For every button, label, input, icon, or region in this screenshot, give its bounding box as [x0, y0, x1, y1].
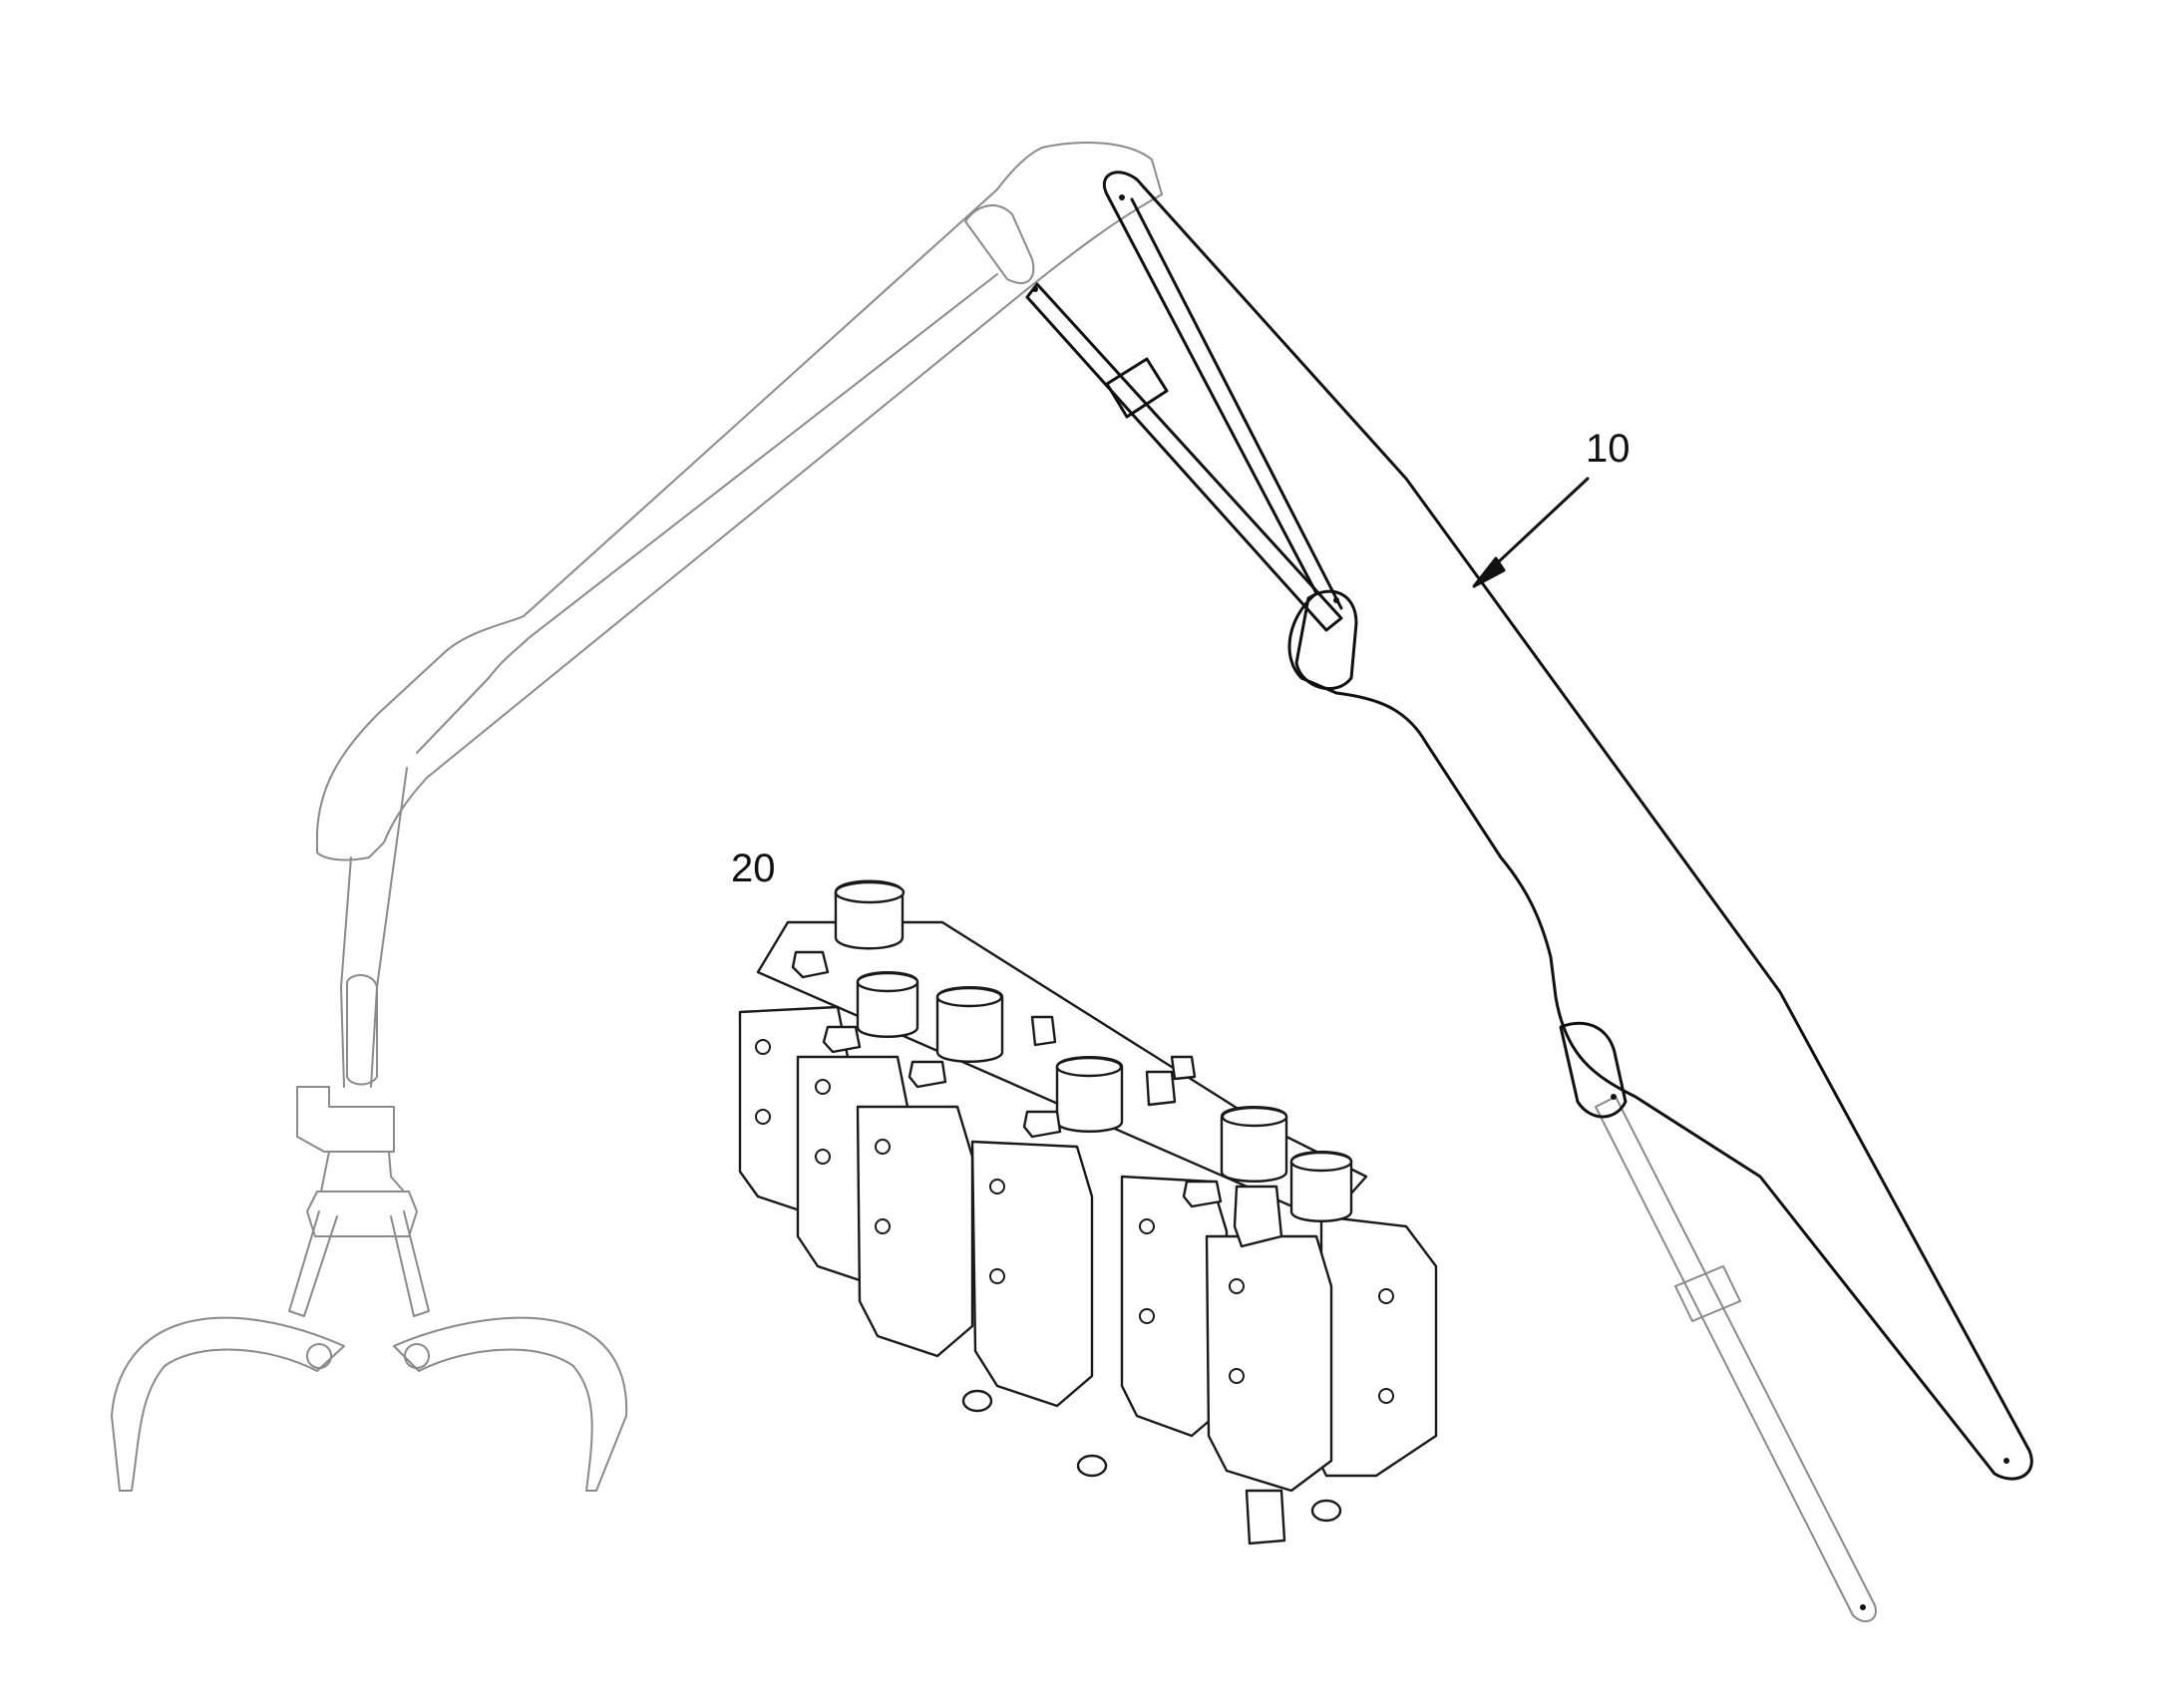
hole	[1139, 1308, 1155, 1324]
reference-numeral-20: 20	[731, 847, 776, 890]
nut-3	[908, 1060, 947, 1089]
valve-block-assembly	[738, 879, 1438, 1545]
boom-outer-contour	[1102, 171, 2033, 1481]
plug-2	[1076, 1454, 1108, 1478]
grapple-pivot-left	[306, 1343, 332, 1369]
pin-lower-lug	[1611, 1094, 1617, 1100]
jib-inner-edge	[416, 273, 998, 754]
hole	[989, 1179, 1005, 1195]
jib-outer-edge	[316, 142, 1163, 861]
plug-3	[1310, 1499, 1342, 1523]
pin-boom-top	[1119, 194, 1125, 200]
grapple-tine-left	[111, 1316, 345, 1492]
grapple-pivot-right	[404, 1343, 430, 1369]
hole	[875, 1218, 891, 1234]
boom-assembly	[1025, 171, 2033, 1481]
fittings	[791, 950, 1283, 1248]
nut-1	[791, 950, 830, 979]
plug-1	[961, 1389, 993, 1413]
hole	[1229, 1278, 1245, 1294]
solenoid-1-cap	[834, 880, 906, 904]
solenoid-3-cap	[935, 986, 1003, 1008]
grapple-hub	[306, 1191, 418, 1237]
solenoid-4-cap	[1055, 1056, 1123, 1078]
grapple-cylinder-left	[288, 1210, 338, 1317]
reference-numeral-10: 10	[1586, 427, 1631, 471]
lift-cylinder-collar	[1105, 357, 1169, 419]
slave-cylinder-lower	[1595, 1096, 1877, 1623]
nut-5	[1182, 1180, 1223, 1208]
ref-10-arrowhead	[1472, 556, 1506, 588]
valve-section-3	[856, 1105, 974, 1358]
rotator-neck-left	[340, 856, 352, 1088]
crane-arm-outline	[111, 142, 1877, 1623]
lift-cylinder	[1025, 282, 1343, 632]
boom-inner-edge	[1130, 197, 1343, 610]
hole	[755, 1109, 771, 1125]
hole	[989, 1268, 1005, 1284]
valve-section-6	[1205, 1234, 1333, 1493]
nut-6	[1233, 1185, 1283, 1248]
port-fitting-3	[1030, 1015, 1057, 1047]
pin-upper-lug	[1333, 597, 1339, 603]
hole	[1139, 1218, 1155, 1234]
slave-cylinder-band	[1674, 1265, 1741, 1322]
pin-boom-tip	[2003, 1458, 2009, 1464]
pin-cylinder-top	[1032, 286, 1038, 292]
hole	[815, 1149, 831, 1165]
rotator-head	[296, 1086, 395, 1153]
bottom-fitting	[1245, 1489, 1286, 1545]
end-plate	[1319, 1214, 1438, 1478]
port-fitting-1	[1145, 1070, 1177, 1107]
hole	[875, 1139, 891, 1155]
nut-4	[1022, 1110, 1062, 1139]
solenoid-6-cap	[1289, 1151, 1353, 1173]
nut-2	[822, 1025, 862, 1054]
bottom-plugs	[961, 1389, 1342, 1545]
rotator-body	[320, 1151, 405, 1193]
valve-section-4	[970, 1140, 1094, 1408]
pin-slave-tip	[1860, 1604, 1866, 1610]
hole	[755, 1039, 771, 1055]
jib-head-plate	[964, 204, 1035, 284]
lower-pivot-lug	[1559, 1021, 1628, 1119]
pivot-pins	[1032, 194, 2009, 1610]
hole	[1229, 1368, 1245, 1384]
upper-pivot-lug	[1294, 589, 1358, 691]
solenoid-2-cap	[856, 971, 919, 993]
hole	[1378, 1388, 1394, 1404]
solenoid-coils	[834, 879, 1353, 1222]
solenoid-5-cap	[1221, 1106, 1288, 1128]
hole	[815, 1079, 831, 1095]
valve-bolt-holes	[755, 1039, 1394, 1404]
rotator-link	[346, 974, 378, 1086]
grapple-tine-right	[393, 1316, 628, 1492]
grapple-cylinder-right	[390, 1210, 430, 1317]
port-fitting-2	[1170, 1055, 1197, 1081]
hole	[1378, 1288, 1394, 1304]
